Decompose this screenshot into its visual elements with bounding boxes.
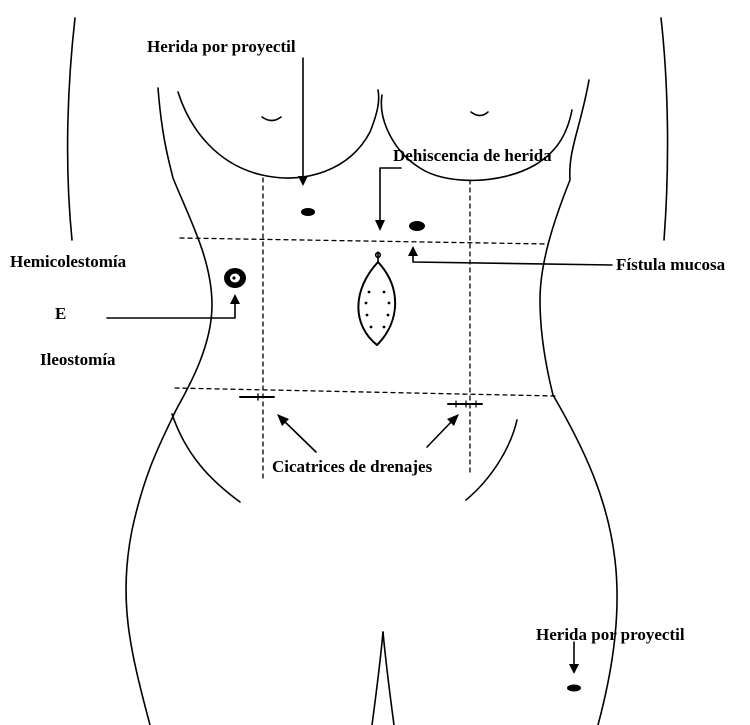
label-herida-bottom: Herida por proyectil (536, 626, 685, 643)
left-nipple (262, 117, 281, 121)
left-breast-outline (178, 90, 379, 178)
label-cicatrices: Cicatrices de drenajes (272, 458, 432, 475)
quadrant-lines (175, 178, 555, 480)
label-fistula: Fístula mucosa (616, 256, 725, 273)
label-e: E (55, 305, 66, 322)
label-hemicolestomia: Hemicolestomía (10, 253, 126, 270)
dehiscence-dots (365, 291, 391, 329)
arrow-cicatriz-left (281, 418, 316, 452)
wound-upper-dot (301, 208, 315, 216)
arrow-cicatriz-right (427, 419, 454, 447)
drain-scar-right (448, 401, 482, 407)
fistula-dot (409, 221, 425, 231)
label-ileostomia: Ileostomía (40, 351, 116, 368)
label-dehiscencia: Dehiscencia de herida (393, 147, 552, 164)
label-herida-top: Herida por proyectil (147, 38, 296, 55)
arrow-fistula (413, 252, 612, 265)
right-nipple (471, 112, 488, 116)
left-arm-outline (68, 18, 75, 240)
right-inner-thigh (383, 632, 394, 725)
arrow-dehiscencia (380, 168, 401, 226)
arrow-stoma (107, 300, 235, 318)
right-arm-outline (661, 18, 668, 240)
right-groin-line (466, 420, 517, 500)
left-body-contour (126, 88, 212, 725)
drain-scar-left (240, 394, 274, 400)
wound-lower-dot (567, 685, 581, 692)
right-breast-outline (381, 95, 572, 180)
left-groin-line (172, 414, 240, 502)
left-inner-thigh (372, 632, 383, 725)
